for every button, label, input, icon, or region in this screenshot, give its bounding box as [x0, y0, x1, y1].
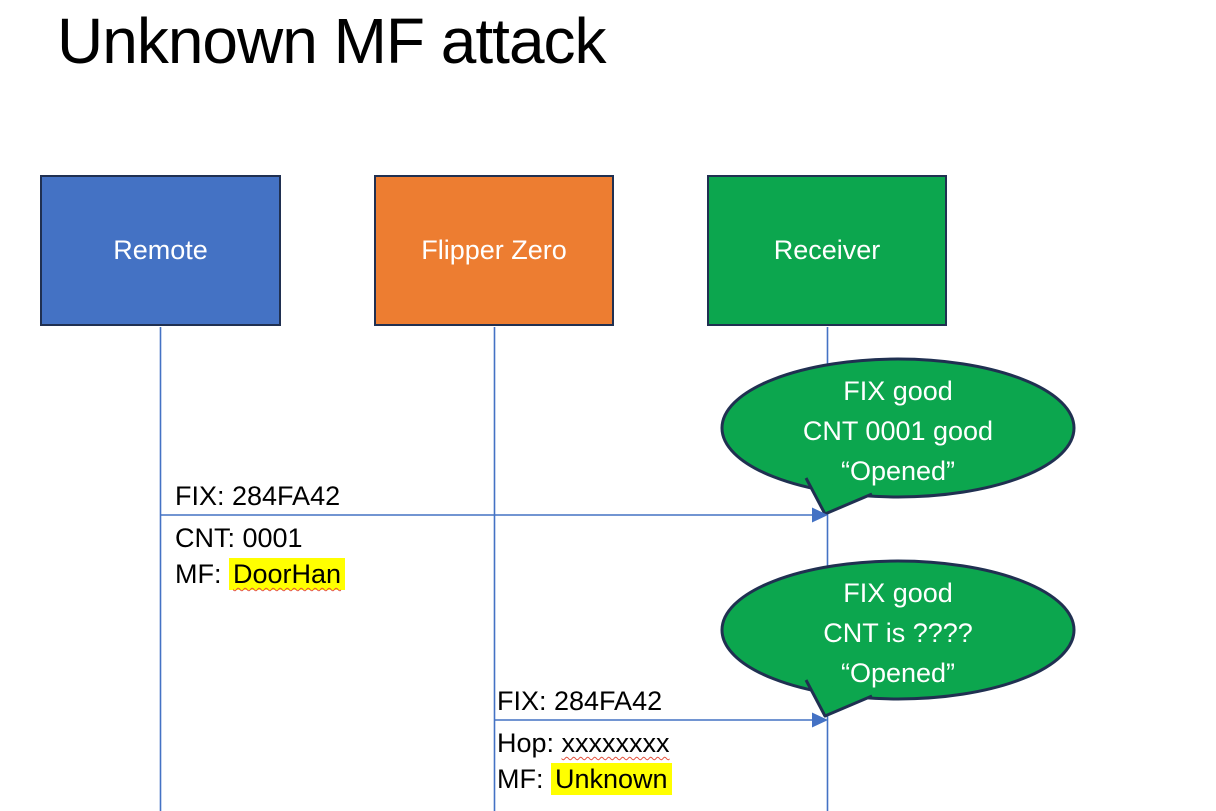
message-2-fix-label: FIX: 284FA42 — [497, 686, 663, 716]
message-1-mf-value-highlighted: DoorHan — [229, 558, 346, 590]
callout-bubble-2-ellipse — [720, 559, 1076, 701]
callout-1-text: FIX good CNT 0001 good “Opened” — [723, 371, 1073, 491]
message-arrow-1-arrowhead-icon — [812, 507, 828, 523]
message-arrow-flipper-to-receiver — [494, 712, 828, 728]
callout-2-line-3: “Opened” — [840, 658, 956, 688]
callout-1-line-2: CNT 0001 good — [802, 416, 994, 446]
message-1-cnt-label: CNT: 0001 — [175, 523, 303, 553]
callout-2-text: FIX good CNT is ???? “Opened” — [723, 573, 1073, 693]
message-1-mf-prefix: MF: — [175, 559, 229, 589]
actor-label-flipper-zero: Flipper Zero — [421, 235, 567, 265]
message-2-mf-prefix: MF: — [497, 764, 551, 794]
actor-box-receiver: Receiver — [707, 175, 947, 326]
callout-1-line-1: FIX good — [843, 376, 953, 406]
message-2-hop-label: Hop: xxxxxxxx — [497, 726, 670, 760]
message-1-fix-label: FIX: 284FA42 — [175, 481, 341, 511]
actor-label-remote: Remote — [113, 235, 208, 265]
message-arrow-remote-to-receiver — [160, 507, 828, 523]
message-2-mf-value-highlighted: Unknown — [551, 763, 672, 795]
actor-box-remote: Remote — [40, 175, 281, 326]
message-1-mf-label: MF: DoorHan — [175, 557, 346, 591]
message-2-mf-label: MF: Unknown — [497, 762, 672, 796]
callout-2-line-2: CNT is ???? — [823, 618, 973, 648]
callout-bubble-1 — [720, 357, 1076, 516]
page-title: Unknown MF attack — [57, 5, 607, 77]
message-2-hop-value: xxxxxxxx — [561, 728, 670, 758]
callout-1-line-3: “Opened” — [840, 456, 956, 486]
message-arrow-2-arrowhead-icon — [812, 712, 828, 728]
actor-box-flipper-zero: Flipper Zero — [374, 175, 614, 326]
actor-label-receiver: Receiver — [773, 235, 881, 265]
callout-bubble-2 — [720, 559, 1076, 718]
callout-2-line-1: FIX good — [843, 578, 953, 608]
message-2-hop-prefix: Hop: — [497, 728, 562, 758]
callout-bubble-1-ellipse — [720, 357, 1076, 499]
callout-bubble-2-tail — [804, 679, 873, 718]
